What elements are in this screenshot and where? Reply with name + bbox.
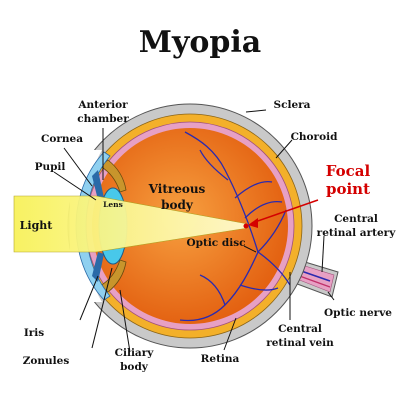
label-vitreous-2: body	[161, 198, 194, 212]
label-iris: Iris	[24, 327, 44, 339]
label-focal-point-1: Focal	[326, 162, 371, 180]
label-sclera: Sclera	[274, 99, 311, 111]
focal-point-marker	[243, 223, 249, 229]
iris-upper	[92, 170, 104, 200]
label-anterior-chamber-2: chamber	[77, 113, 129, 125]
page-title: Myopia	[139, 25, 261, 60]
label-optic-nerve: Optic nerve	[324, 307, 392, 319]
focal-point-arrowhead	[248, 218, 258, 228]
label-vitreous-1: Vitreous	[148, 182, 206, 196]
label-anterior-chamber-1: Anterior	[77, 99, 128, 111]
label-central-retinal-vein-1: Central	[278, 323, 322, 335]
label-pupil: Pupil	[35, 161, 66, 173]
label-central-retinal-artery-1: Central	[334, 213, 378, 225]
label-light: Light	[20, 219, 54, 232]
iris-lower	[92, 252, 104, 282]
light-beam	[13, 195, 249, 253]
label-zonules: Zonules	[23, 355, 70, 367]
label-central-retinal-artery-2: retinal artery	[317, 227, 397, 239]
label-optic-disc: Optic disc	[186, 237, 245, 249]
label-cornea: Cornea	[41, 133, 83, 145]
label-ciliary-body-2: body	[120, 361, 149, 373]
focal-point-arrow	[251, 199, 319, 224]
label-focal-point-2: point	[326, 180, 370, 198]
label-central-retinal-vein-2: retinal vein	[266, 337, 334, 349]
label-ciliary-body-1: Ciliary	[115, 347, 155, 359]
label-retina: Retina	[201, 353, 240, 365]
retinal-blood-vessels	[179, 131, 291, 322]
leader-lines	[53, 109, 335, 353]
label-lens: Lens	[103, 200, 123, 209]
label-choroid: Choroid	[291, 131, 339, 143]
